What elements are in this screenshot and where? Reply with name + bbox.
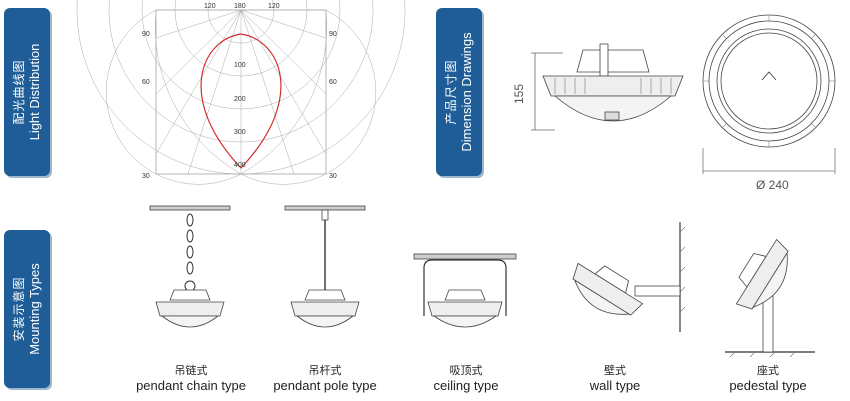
mounting-label-en: ceiling type [433,378,499,393]
left-label-90: 90 [142,31,150,38]
dimension-drawings-cn: 产品尺寸图 [444,59,458,125]
mounting-label-pendant-chain: 吊链式 pendant chain type [118,364,264,394]
ceiling-mount-illustration [413,253,517,328]
mounting-types-en: Mounting Types [27,263,42,355]
mounting-types-cn: 安装示意图 [12,276,26,342]
mounting-label-ceiling: 吸顶式 ceiling type [420,364,512,394]
pedestal-mount-illustration [725,238,815,358]
dimension-drawings-en: Dimension Drawings [459,32,474,152]
mounting-label-pendant-pole: 吊杆式 pendant pole type [256,364,394,394]
height-dimension: 155 [512,84,526,104]
mounting-label-en: pendant pole type [273,378,377,393]
light-distribution-en: Light Distribution [27,43,42,141]
mounting-types-tab: 安装示意图 Mounting Types [4,230,50,388]
top-view-drawing: Ø 240 [702,14,836,192]
side-view-drawing: 155 [512,43,684,131]
mounting-label-cn: 吊链式 [174,365,208,377]
light-distribution-chart: 120 180 120 90 60 30 90 60 30 100 200 30… [76,0,406,185]
mounting-label-en: wall type [589,378,641,393]
mounting-label-cn: 吊杆式 [308,365,342,377]
radial-label-100: 100 [234,62,246,69]
radial-label-300: 300 [234,129,246,136]
right-label-90: 90 [329,31,337,38]
dimension-drawings-tab: 产品尺寸图 Dimension Drawings [436,8,482,176]
light-distribution-tab: 配光曲线图 Light Distribution [4,8,50,176]
top-label-right: 120 [268,3,280,10]
mounting-label-en: pedestal type [729,378,807,393]
left-label-60: 60 [142,79,150,86]
mounting-label-cn: 吸顶式 [449,365,483,377]
top-label-center: 180 [234,3,246,10]
light-distribution-curve [200,33,282,169]
mounting-label-cn: 壁式 [604,365,626,377]
light-distribution-cn: 配光曲线图 [12,59,26,125]
left-label-30: 30 [142,173,150,180]
top-label-left: 120 [204,3,216,10]
mounting-label-cn: 座式 [757,365,779,377]
right-label-60: 60 [329,79,337,86]
pendant-chain-illustration [149,205,231,328]
mounting-label-pedestal: 座式 pedestal type [708,364,828,394]
diameter-dimension: Ø 240 [756,178,789,192]
pendant-pole-illustration [284,205,366,328]
wall-mount-illustration [572,222,686,332]
mounting-label-en: pendant chain type [136,378,246,393]
radial-label-400: 400 [234,162,246,169]
radial-label-200: 200 [234,96,246,103]
mounting-label-wall: 壁式 wall type [572,364,658,394]
right-label-30: 30 [329,173,337,180]
